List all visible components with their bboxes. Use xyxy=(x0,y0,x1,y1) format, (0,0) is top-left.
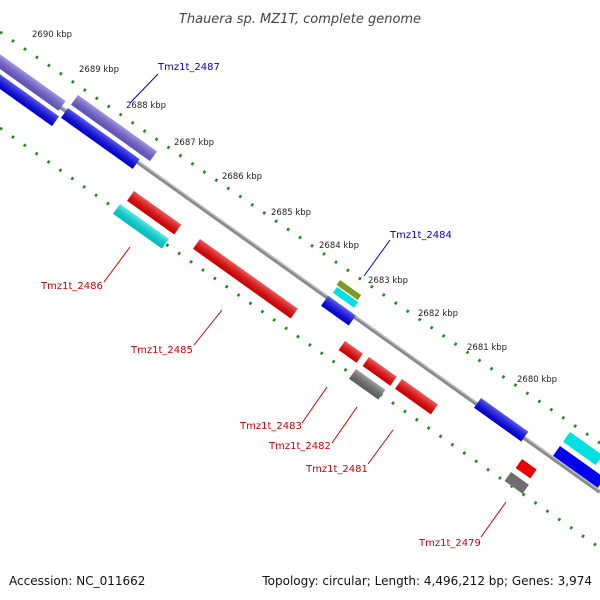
gene-feature-red-3[interactable] xyxy=(338,341,363,363)
gene-feature-red-5[interactable] xyxy=(395,379,438,415)
gene-feature-blue-2[interactable] xyxy=(61,108,140,169)
gene-feature-blue-4[interactable] xyxy=(474,398,529,442)
accession-text: Accession: NC_011662 xyxy=(9,574,146,588)
gene-feature-purple-2[interactable] xyxy=(71,95,157,162)
gene-feature-blue-3[interactable] xyxy=(321,296,356,326)
forward-tick-track xyxy=(0,30,600,445)
gene-label-tmz1t-2487[interactable]: Tmz1t_2487 xyxy=(157,62,220,73)
gene-label-tmz1t-2481[interactable]: Tmz1t_2481 xyxy=(305,464,368,475)
gene-label-tmz1t-2482[interactable]: Tmz1t_2482 xyxy=(268,441,331,452)
gene-label-tmz1t-2484[interactable]: Tmz1t_2484 xyxy=(389,230,452,241)
gene-feature-cyan-1[interactable] xyxy=(113,204,169,249)
gene-label-leaders xyxy=(103,73,507,538)
gene-feature-olive[interactable] xyxy=(336,280,362,300)
gene-feature-blue-edge[interactable] xyxy=(553,446,600,488)
gene-label-tmz1t-2486[interactable]: Tmz1t_2486 xyxy=(40,281,103,292)
gene-feature-red-6[interactable] xyxy=(515,459,537,479)
tick-label-2686: 2686 kbp xyxy=(222,172,262,182)
gene-feature-gray-2[interactable] xyxy=(504,472,529,494)
gene-label-tmz1t-2483[interactable]: Tmz1t_2483 xyxy=(239,421,302,432)
kbp-tick-labels: 2690 kbp 2689 kbp 2688 kbp 2687 kbp 2686… xyxy=(32,30,557,385)
gene-label-tmz1t-2479[interactable]: Tmz1t_2479 xyxy=(418,538,481,549)
tick-label-2684: 2684 kbp xyxy=(319,241,359,251)
gene-feature-red-1[interactable] xyxy=(127,191,182,235)
gene-label-tmz1t-2485[interactable]: Tmz1t_2485 xyxy=(130,345,193,356)
gene-feature-red-2[interactable] xyxy=(193,239,298,319)
gene-labels: Tmz1t_2487 Tmz1t_2484 Tmz1t_2486 Tmz1t_2… xyxy=(40,62,481,549)
reverse-tick-track xyxy=(0,126,600,550)
tick-label-2680: 2680 kbp xyxy=(517,375,557,385)
gene-features xyxy=(0,40,600,494)
gene-feature-cyan-small[interactable] xyxy=(332,287,359,308)
gene-feature-cyan-edge[interactable] xyxy=(563,432,600,465)
tick-label-2682: 2682 kbp xyxy=(418,309,458,319)
tick-label-2690: 2690 kbp xyxy=(32,30,72,40)
tick-label-2688: 2688 kbp xyxy=(126,101,166,111)
gene-feature-purple-1[interactable] xyxy=(0,40,66,111)
tick-label-2683: 2683 kbp xyxy=(368,276,408,286)
tick-label-2689: 2689 kbp xyxy=(79,65,119,75)
tick-label-2681: 2681 kbp xyxy=(467,343,507,353)
tick-label-2687: 2687 kbp xyxy=(174,138,214,148)
gene-feature-red-4[interactable] xyxy=(362,357,397,386)
genome-summary-text: Topology: circular; Length: 4,496,212 bp… xyxy=(262,574,592,588)
gene-feature-gray-1[interactable] xyxy=(349,369,386,400)
tick-label-2685: 2685 kbp xyxy=(271,208,311,218)
gene-feature-blue-1[interactable] xyxy=(0,60,59,127)
map-title: Thauera sp. MZ1T, complete genome xyxy=(179,12,421,27)
